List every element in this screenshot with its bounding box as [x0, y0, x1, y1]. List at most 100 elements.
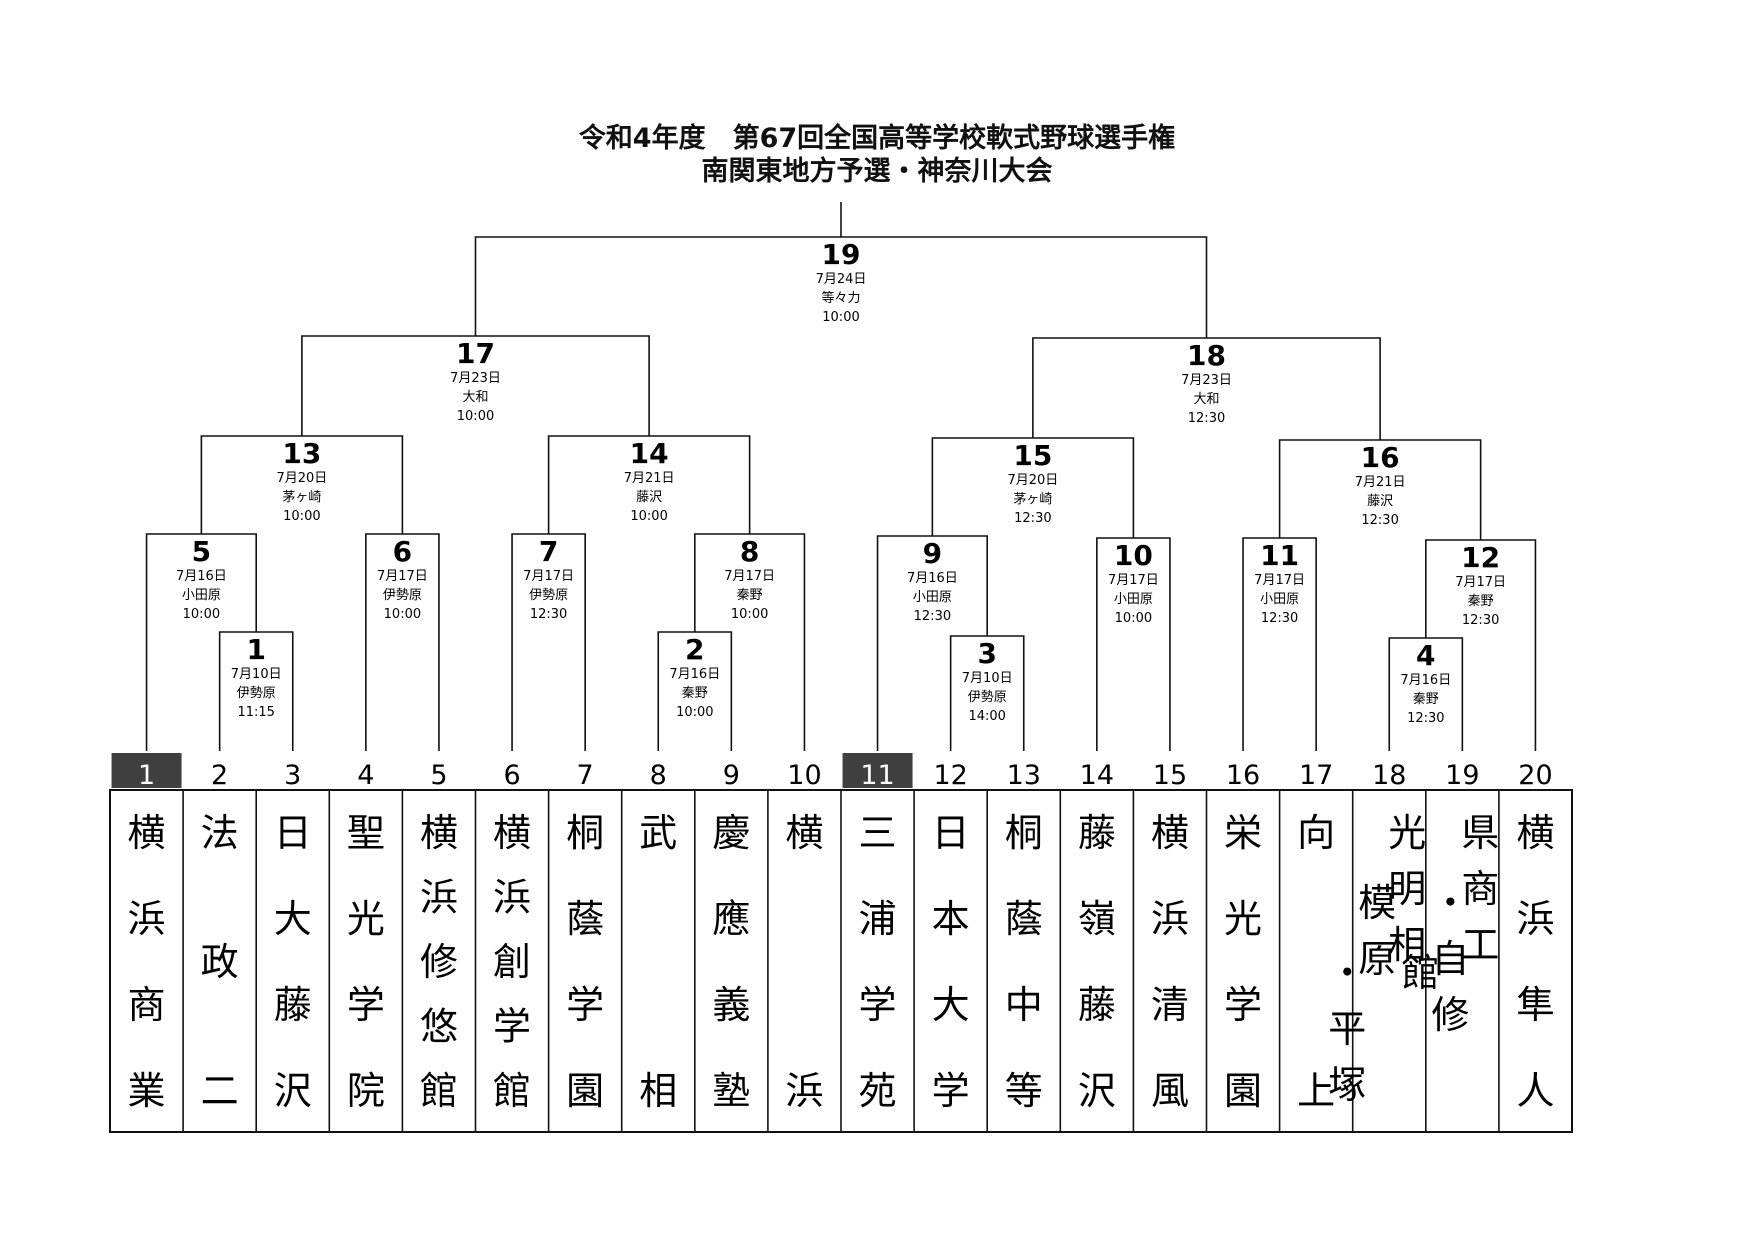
team-19: 県商工・自修館 — [1401, 811, 1499, 1037]
slot-number: 1 — [138, 760, 155, 791]
match-time: 12:30 — [1188, 411, 1225, 426]
match-date: 7月17日 — [1254, 573, 1305, 588]
slot-number: 9 — [723, 760, 740, 791]
team-17: 向上 — [1297, 811, 1335, 1113]
match-number: 7 — [539, 535, 558, 568]
seed-marker — [111, 753, 182, 788]
match-venue: 小田原 — [1260, 592, 1299, 607]
match-time: 12:30 — [1361, 513, 1398, 528]
slot-number: 17 — [1299, 760, 1333, 791]
match-date: 7月16日 — [669, 667, 720, 682]
match-venue: 伊勢原 — [529, 588, 568, 603]
slot-19: 19 — [1445, 760, 1479, 791]
slot-number: 13 — [1007, 760, 1041, 791]
match-time: 10:00 — [822, 310, 859, 325]
match-number: 17 — [456, 337, 495, 370]
slot-4: 4 — [357, 760, 374, 791]
slot-16: 16 — [1226, 760, 1260, 791]
match-venue: 伊勢原 — [237, 686, 276, 701]
match-time: 10:00 — [630, 509, 667, 524]
match-number: 12 — [1461, 541, 1500, 574]
match-venue: 大和 — [462, 390, 488, 405]
match-number: 9 — [923, 537, 942, 570]
team-7: 桐蔭学園 — [566, 811, 604, 1113]
slot-number: 3 — [284, 760, 301, 791]
team-name: 日大藤沢 — [274, 811, 312, 1113]
team-20: 横浜隼人 — [1516, 811, 1554, 1113]
slot-20: 20 — [1518, 760, 1552, 791]
match-number: 15 — [1013, 439, 1052, 472]
slot-number: 10 — [787, 760, 821, 791]
slot-17: 17 — [1299, 760, 1333, 791]
team-6: 横浜創学館 — [493, 811, 531, 1113]
slot-number: 6 — [503, 760, 520, 791]
team-name: 桐蔭学園 — [566, 811, 604, 1113]
slot-15: 15 — [1153, 760, 1187, 791]
match-time: 10:00 — [1115, 611, 1152, 626]
match-date: 7月17日 — [1108, 573, 1159, 588]
team-name: 法政二 — [201, 811, 239, 1113]
team-name: 武相 — [639, 811, 677, 1113]
match-date: 7月17日 — [1455, 575, 1506, 590]
slot-number: 7 — [577, 760, 594, 791]
team-name: 桐蔭中等 — [1005, 811, 1043, 1113]
match-number: 3 — [977, 637, 996, 670]
slot-3: 3 — [284, 760, 301, 791]
match-date: 7月16日 — [907, 571, 958, 586]
slot-6: 6 — [503, 760, 520, 791]
match-number: 16 — [1361, 441, 1400, 474]
slot-number: 8 — [650, 760, 667, 791]
match-number: 6 — [393, 535, 412, 568]
match-venue: 藤沢 — [636, 490, 662, 505]
match-time: 12:30 — [1407, 711, 1444, 726]
slot-number: 2 — [211, 760, 228, 791]
match-number: 2 — [685, 633, 704, 666]
slot-number: 20 — [1518, 760, 1552, 791]
match-date: 7月21日 — [624, 471, 675, 486]
slot-1: 1 — [111, 753, 182, 791]
match-number: 19 — [822, 238, 861, 271]
slot-number: 18 — [1372, 760, 1406, 791]
team-name: 向上 — [1297, 811, 1335, 1113]
match-date: 7月16日 — [1400, 673, 1451, 688]
match-date: 7月16日 — [176, 569, 227, 584]
team-14: 藤嶺藤沢 — [1078, 811, 1116, 1113]
match-date: 7月17日 — [377, 569, 428, 584]
match-date: 7月10日 — [962, 671, 1013, 686]
team-10: 横浜 — [785, 811, 823, 1113]
slot-12: 12 — [933, 760, 967, 791]
match-time: 12:30 — [530, 607, 567, 622]
match-date: 7月20日 — [1007, 473, 1058, 488]
slot-8: 8 — [650, 760, 667, 791]
slot-10: 10 — [787, 760, 821, 791]
team-name: 藤嶺藤沢 — [1078, 811, 1116, 1113]
team-name: 聖光学院 — [347, 811, 385, 1113]
slot-14: 14 — [1080, 760, 1114, 791]
bracket-title: 令和4年度 第67回全国高等学校軟式野球選手権 南関東地方予選・神奈川大会 — [0, 122, 1754, 188]
team-name: 三浦学苑 — [859, 811, 897, 1113]
slot-number: 5 — [430, 760, 447, 791]
team-name-column: 光明相 — [1388, 811, 1426, 967]
match-time: 14:00 — [968, 709, 1005, 724]
team-15: 横浜清風 — [1151, 811, 1189, 1113]
slot-13: 13 — [1007, 760, 1041, 791]
slot-9: 9 — [723, 760, 740, 791]
match-venue: 小田原 — [182, 588, 221, 603]
match-number: 5 — [192, 535, 211, 568]
match-venue: 小田原 — [913, 590, 952, 605]
match-date: 7月21日 — [1355, 475, 1406, 490]
match-venue: 秦野 — [1468, 594, 1494, 609]
match-time: 12:30 — [914, 609, 951, 624]
team-name: 横浜 — [785, 811, 823, 1113]
team-name-column: ・自修 — [1431, 881, 1469, 1037]
team-name: 横浜隼人 — [1516, 811, 1554, 1113]
